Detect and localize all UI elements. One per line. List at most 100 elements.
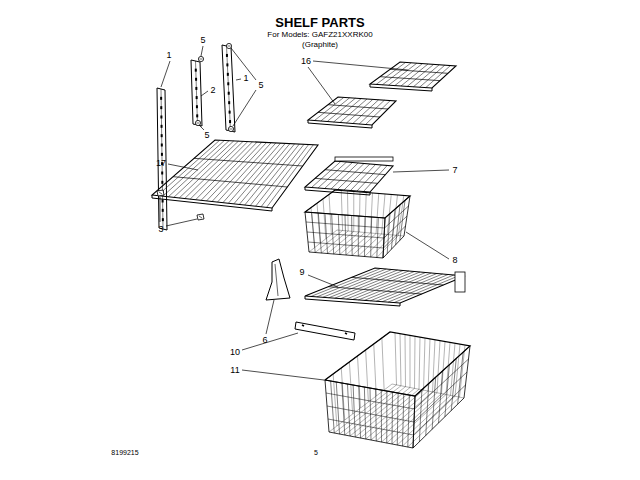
wire-shelf-7 [305,161,393,195]
slot [229,120,231,123]
wire [377,236,399,258]
slot [227,73,229,76]
slot [196,96,198,99]
model-number: For Models: GAFZ21XXRK00 [267,31,372,39]
wire-shelf-16b-frame [370,62,456,88]
wire-basket-11-side [413,346,470,448]
wire [460,345,466,397]
wire [323,199,326,239]
wire [217,143,271,202]
wire [272,208,273,211]
wire [159,192,162,194]
wire [345,333,347,334]
wire [305,190,335,212]
wire [372,125,373,128]
wire [451,343,456,395]
wire-shelf-17-frame [152,140,318,208]
wire [380,77,440,81]
wire [410,336,411,388]
wire [358,234,381,256]
wire [397,395,450,445]
wire [395,333,397,385]
slot [161,153,163,156]
wire [437,341,440,393]
wire [400,334,401,386]
callout-number: 5 [200,36,205,45]
callout-number: 5 [204,131,209,140]
document-number: 8199215 [111,449,138,456]
wire [328,232,354,254]
wire [387,195,391,235]
wire [353,272,421,300]
wire [365,235,388,257]
wire [419,337,420,389]
wire [346,233,371,255]
wire [334,99,362,122]
wire [341,368,345,420]
wire [420,65,445,87]
wire [315,231,342,253]
wire [400,303,401,306]
slot [196,105,198,108]
wire [305,299,400,306]
wire-shelf-16a [308,97,396,128]
slot [162,218,164,221]
callout-number: 6 [262,336,267,345]
wire [212,143,267,202]
wire [394,276,459,303]
screw [226,43,231,48]
callout-number: 3 [158,225,163,234]
wire [352,277,444,285]
wire [302,325,304,326]
shelf-slide [455,272,465,292]
wire [318,112,380,117]
slot [160,116,162,119]
wire [338,164,365,190]
wire-shelf-7-frame [305,161,393,192]
wire-basket-11 [325,332,470,448]
wire [358,273,425,300]
wire [376,62,405,84]
wire [370,274,437,301]
wire [344,164,370,190]
slot [229,111,231,114]
wire [355,388,414,437]
wire [426,66,451,88]
wire [321,231,348,253]
wire-basket-11-rim [325,332,470,396]
wire [442,342,446,394]
slot [162,200,164,203]
wire [305,296,306,299]
wire [357,165,381,191]
slot [196,114,198,117]
wire [395,64,423,86]
wire [328,419,414,435]
wire [230,129,233,130]
wire-basket-8-side [383,196,410,258]
wire [207,142,262,201]
callout-number: 9 [299,268,304,277]
wire [325,163,353,189]
wire [179,141,238,198]
wire [223,143,276,203]
slot [195,78,197,81]
screw [228,126,233,131]
wire [194,158,303,166]
wire [340,99,367,123]
wire [370,87,432,91]
page-title: SHELF PARTS [275,16,364,29]
wire [340,386,402,434]
wire [328,105,388,109]
wire [227,46,231,131]
callout-number: 10 [230,348,240,357]
wire [376,274,442,301]
callout-number: 8 [452,256,457,265]
wire [152,195,153,198]
wire [374,344,377,396]
wire [408,397,460,447]
wire-shelf-17 [152,140,318,211]
wire-basket-8 [305,190,410,258]
leader-lines [160,46,449,380]
